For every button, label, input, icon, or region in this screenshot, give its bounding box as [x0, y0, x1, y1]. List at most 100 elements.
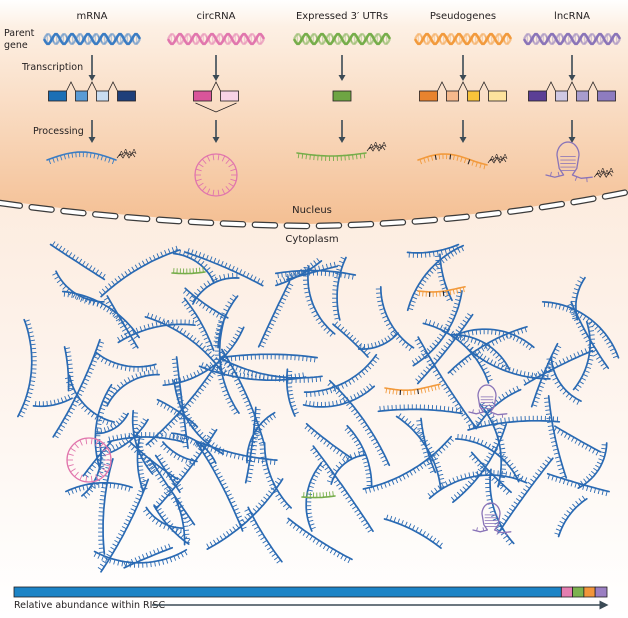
cytoplasmic-mrna [189, 272, 240, 305]
processing-arrow-utr-head [338, 137, 346, 143]
poly-a-tail-pseudogene: AAAAAAAA [487, 153, 508, 164]
cytoplasmic-mrna [174, 497, 190, 546]
cytoplasmic-mrna [414, 336, 478, 430]
cytoplasmic-mrna [447, 325, 528, 376]
processing-arrow-lncrna-head [568, 137, 576, 143]
processed-transcript-mrna [46, 151, 117, 165]
column-title-mrna: mRNA [76, 11, 107, 22]
processing-arrow-circrna-head [212, 137, 220, 143]
cytoplasmic-mrna [49, 241, 106, 281]
cytoplasmic-mrna [32, 394, 73, 408]
cytoplasmic-mrna [128, 441, 179, 483]
parent-gene-helix-mrna [42, 32, 142, 46]
abundance-segment-pseudogenes [583, 586, 596, 598]
cytoplasmic-mrna [383, 514, 443, 549]
cytoplasmic-mrna [406, 243, 460, 258]
cytoplasmic-mrna [153, 428, 218, 510]
cytoplasmic-mrna [454, 433, 523, 483]
cytoplasmic-mrna [406, 244, 465, 312]
cytoplasmic-mrna [257, 280, 294, 348]
parent-gene-label-line1: Parent [4, 28, 35, 39]
cytoplasmic-mrna [326, 450, 367, 485]
cytoplasmic-mrna [495, 456, 554, 534]
cytoplasmic-mrna [136, 435, 148, 493]
svg-text:A: A [382, 141, 387, 149]
transcription-label: Transcription [21, 62, 83, 73]
intron [546, 81, 556, 92]
cytoplasmic-mrna [450, 423, 508, 504]
parent-gene-label-line2: gene [4, 40, 28, 51]
cytoplasmic-mrna [546, 355, 582, 405]
svg-text:A: A [609, 167, 614, 175]
cytoplasmic-mrna [467, 346, 551, 380]
cytoplasmic-mrna [107, 431, 185, 443]
cytoplasmic-mrna [327, 379, 391, 467]
cytoplasmic-mrna [184, 248, 264, 287]
cytoplasmic-mrna [145, 362, 221, 448]
cytoplasmic-mrna [472, 385, 522, 430]
poly-a-tail-lncrna: AAAAAAAA [593, 167, 614, 178]
parent-gene-helix-circrna [166, 32, 266, 46]
transcription-arrow-mrna-head [88, 75, 96, 81]
parent-gene-helix-utr [292, 32, 392, 46]
cytoplasmic-mrna [218, 348, 266, 445]
cytoplasmic-mrna [63, 346, 74, 392]
cytoplasmic-mrna [577, 442, 608, 489]
nucleus-label: Nucleus [292, 205, 332, 216]
cytoplasmic-mrna [98, 245, 181, 298]
cytoplasmic-mrna [450, 333, 511, 371]
column-utr: Expressed 3′ UTRsAAAAAAAA [292, 11, 392, 161]
cytoplasmic-mrna [553, 425, 602, 456]
cytoplasmic-mrna [244, 506, 283, 564]
cytoplasmic-mrna [220, 353, 318, 363]
nucleus-region [0, 0, 628, 224]
parent-gene-helix-pseudogene [413, 32, 513, 46]
cytoplasmic-mrna [567, 301, 610, 370]
cytoplasmic-mrna [198, 362, 307, 382]
cytoplasmic-mrna [17, 318, 37, 418]
abundance-segment-circrna [560, 586, 574, 598]
cytoplasmic-mrna [416, 417, 437, 474]
exon [576, 90, 589, 102]
cytoplasmic-mrna [171, 356, 189, 450]
intron [211, 81, 221, 92]
exon [446, 90, 459, 102]
intron [66, 81, 76, 92]
abundance-label: Relative abundance within RISC [14, 600, 165, 611]
hairpin-arm-left [472, 527, 489, 533]
cytoplasmic-mrna [123, 543, 174, 569]
cytoplasmic-mrna [530, 342, 562, 408]
column-title-lncrna: lncRNA [554, 11, 590, 22]
exon [528, 90, 547, 102]
cytoplasmic-mrna [259, 442, 292, 511]
cytoplasmic-lncrna [468, 384, 508, 418]
svg-text:A: A [132, 148, 137, 156]
rna-source-columns: mRNA AAAAAAAA circRNA Expressed 3′ UTRsAAAA… [42, 11, 622, 197]
cytoplasmic-mrna [310, 445, 374, 533]
cytoplasmic-mrna [302, 383, 376, 408]
processing-label: Processing [33, 126, 84, 137]
svg-text:A: A [503, 153, 508, 161]
nuclear-membrane-fill [0, 190, 628, 229]
cytoplasmic-mrna [362, 435, 454, 494]
column-title-pseudogene: Pseudogenes [430, 11, 496, 22]
transcription-arrow-circrna-head [212, 75, 220, 81]
intron [87, 81, 97, 92]
cytoplasmic-mrna [375, 286, 415, 352]
cytoplasmic-mrna [543, 395, 568, 479]
parent-gene-helix-lncrna [522, 32, 622, 46]
exon [488, 90, 507, 102]
processing-arrow-pseudogene-head [459, 137, 467, 143]
exon [193, 90, 212, 102]
column-mrna: mRNAAAAAAAAA [42, 11, 142, 165]
cytoplasmic-mrna [97, 478, 150, 573]
column-title-circrna: circRNA [197, 11, 236, 22]
cytoplasmic-mrna [64, 374, 115, 427]
intron [458, 81, 468, 92]
column-pseudogene: PseudogenesAAAAAAAA [413, 11, 513, 170]
transcription-arrow-pseudogene-head [459, 75, 467, 81]
